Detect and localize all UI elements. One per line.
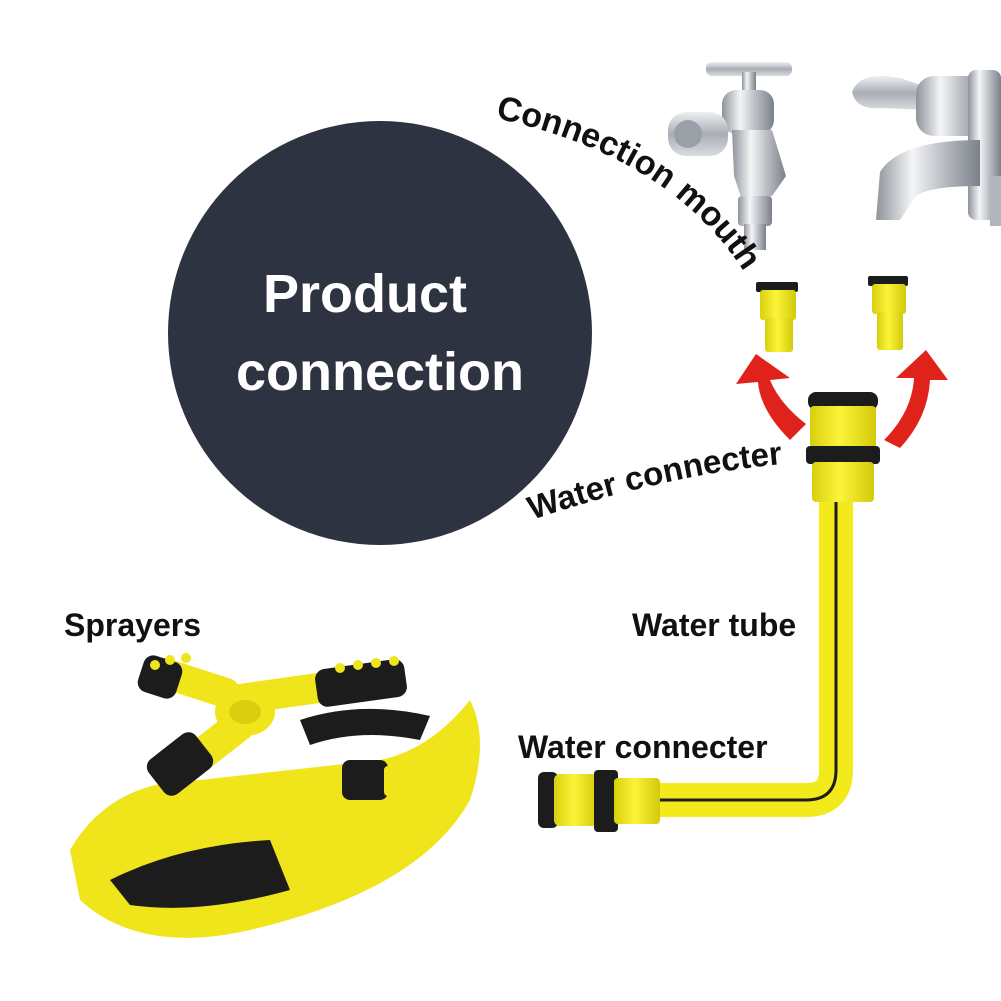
red-arrow-left-icon <box>736 354 806 440</box>
title-circle <box>168 121 592 545</box>
tap-adapter-right-icon <box>868 276 908 350</box>
title-line-1: Product <box>263 264 467 324</box>
hose-connector-bottom-icon <box>538 770 660 832</box>
sprinkler-icon <box>70 653 480 938</box>
tap-adapter-left-icon <box>756 282 798 352</box>
water-tube-label: Water tube <box>632 607 796 643</box>
red-arrow-right-icon <box>884 350 948 448</box>
title-badge: Product connection <box>168 121 592 545</box>
faucet-right-icon <box>852 70 1001 226</box>
sprayers-label: Sprayers <box>64 607 201 643</box>
water-connecter-bottom-label: Water connecter <box>518 729 768 765</box>
water-connecter-top-label: Water connecter <box>523 434 784 526</box>
water-tube-icon <box>655 490 853 817</box>
hose-connector-top-icon <box>806 392 880 502</box>
water-connecter-top-text: Water connecter <box>523 434 784 526</box>
title-line-2: connection <box>236 342 524 402</box>
faucet-left-icon <box>668 62 792 250</box>
